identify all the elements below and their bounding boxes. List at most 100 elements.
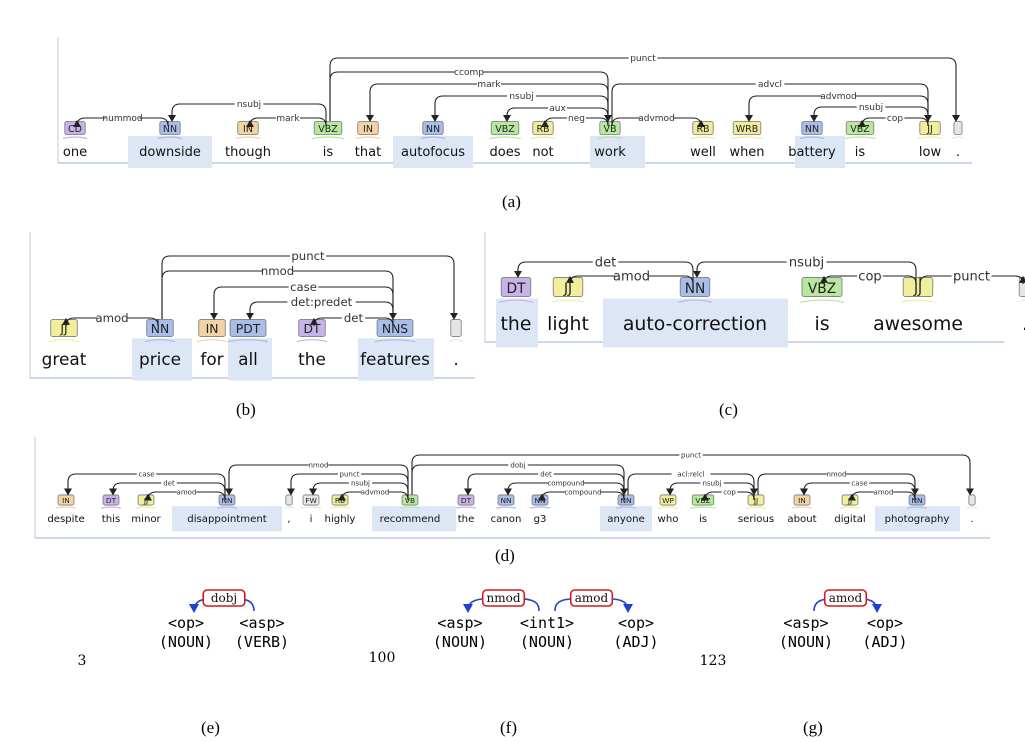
caption-a: (a) xyxy=(502,192,521,211)
word-text: . xyxy=(1022,314,1025,335)
word-text: does xyxy=(490,145,521,160)
tag-bracket xyxy=(300,506,322,509)
word-text: one xyxy=(63,145,87,160)
word-text: the xyxy=(458,514,475,525)
pattern-node: <asp>(NOUN) xyxy=(779,614,833,651)
word-text: is xyxy=(323,145,334,160)
pos-tag-text: IN xyxy=(243,124,253,135)
token-highlight xyxy=(132,338,192,381)
arc-label: advmod xyxy=(638,114,675,124)
arc-label-bg xyxy=(700,478,724,487)
tag-bracket xyxy=(355,136,381,140)
arc-label: nummod xyxy=(102,114,142,124)
pos-tag-text: NN xyxy=(911,496,922,505)
word-text: anyone xyxy=(607,514,644,525)
word-text: is xyxy=(814,314,829,335)
word-text: about xyxy=(787,514,816,525)
pos-tag-box xyxy=(146,319,174,337)
dependency-panels: CDoneNNdownsideINthoughVBZisINthatNNauto… xyxy=(29,37,1025,539)
tag-bracket xyxy=(951,136,965,140)
arc-label-bg xyxy=(361,487,389,496)
token-highlight xyxy=(875,506,960,532)
tag-bracket xyxy=(144,339,176,343)
pattern-label: dobj xyxy=(211,591,237,605)
word-text: despite xyxy=(47,514,84,525)
arc-label-bg xyxy=(161,478,177,487)
caption-b: (b) xyxy=(236,400,256,419)
tag-bracket xyxy=(100,506,122,509)
pattern-node: <asp>(NOUN) xyxy=(433,614,487,651)
word-text: awesome xyxy=(873,314,963,335)
arc-compound: compound xyxy=(538,487,625,501)
word-text: when xyxy=(729,145,764,160)
pattern-label-box xyxy=(823,589,868,607)
arc-label: compound xyxy=(564,487,601,496)
dependency-patterns: 3<op>(NOUN)<asp>(VERB)dobj100<asp>(NOUN)… xyxy=(78,589,908,669)
tag-bracket xyxy=(489,136,521,140)
arc-label-bg xyxy=(567,112,586,123)
word-text: is xyxy=(699,514,707,525)
arc-label-bg xyxy=(721,487,738,496)
arc-label-bg xyxy=(826,469,847,478)
pos-tag-text: VB xyxy=(405,496,415,505)
pos-tag-text: RB xyxy=(536,124,549,135)
arc-cop: cop xyxy=(858,112,929,127)
arc-label: advmod xyxy=(820,92,857,102)
arc-label: amod xyxy=(177,487,197,496)
pos-tag-text: DT xyxy=(303,322,321,336)
tag-bracket xyxy=(329,506,351,509)
panel-d: INdespiteDTthisJJminorNNdisappointment,F… xyxy=(34,437,990,539)
word-text: light xyxy=(547,314,589,335)
pattern-label-box xyxy=(202,589,246,607)
word-text: low xyxy=(919,145,942,160)
pos-tag-text: CD xyxy=(68,124,82,135)
arc-cop: cop xyxy=(701,487,755,501)
pattern-count: 3 xyxy=(78,653,87,669)
token-5: FWi xyxy=(300,494,322,525)
caption-c: (c) xyxy=(719,400,738,419)
arc-amod: amod xyxy=(144,487,226,501)
pos-tag-text: VBZ xyxy=(695,496,710,505)
pattern-arc-nmod: nmod xyxy=(463,589,540,613)
tag-bracket xyxy=(283,506,295,509)
node-tag: <int1> xyxy=(520,614,574,632)
tag-bracket xyxy=(216,506,238,509)
arc-label: amod xyxy=(874,487,894,496)
arc-label: ccomp xyxy=(454,68,484,78)
node-tag: <op> xyxy=(867,614,903,632)
arc-ccomp: ccomp xyxy=(329,66,612,122)
pos-tag-text: IN xyxy=(363,124,373,135)
arc-label-bg xyxy=(548,102,567,113)
arc-label: nmod xyxy=(826,469,846,478)
token-13: VBZ is xyxy=(690,494,716,525)
node-pos: (NOUN) xyxy=(779,633,833,651)
pos-tag-text: NN xyxy=(426,124,440,135)
node-tag: <op> xyxy=(618,614,654,632)
arc-label: punct xyxy=(340,469,360,478)
caption-e: (e) xyxy=(201,718,220,737)
pos-tag-box xyxy=(313,121,343,135)
token-highlight xyxy=(372,506,456,532)
pos-tag-text: VBZ xyxy=(850,124,870,135)
token-highlight xyxy=(496,298,538,348)
arc-label: case xyxy=(138,469,154,478)
node-pos: (NOUN) xyxy=(520,633,574,651)
tag-bracket xyxy=(499,299,533,303)
pos-tag-text: NN xyxy=(685,281,706,297)
pos-tag-box xyxy=(450,319,462,337)
word-text: features xyxy=(360,349,430,369)
arc-label: nmod xyxy=(308,460,328,469)
node-tag: <asp> xyxy=(239,614,284,632)
arc-label: nsubj xyxy=(351,478,370,487)
tag-bracket xyxy=(839,506,861,509)
arc-label-bg xyxy=(873,487,894,496)
pattern-node: <op>(NOUN) xyxy=(159,614,213,651)
word-text: downside xyxy=(139,145,201,160)
